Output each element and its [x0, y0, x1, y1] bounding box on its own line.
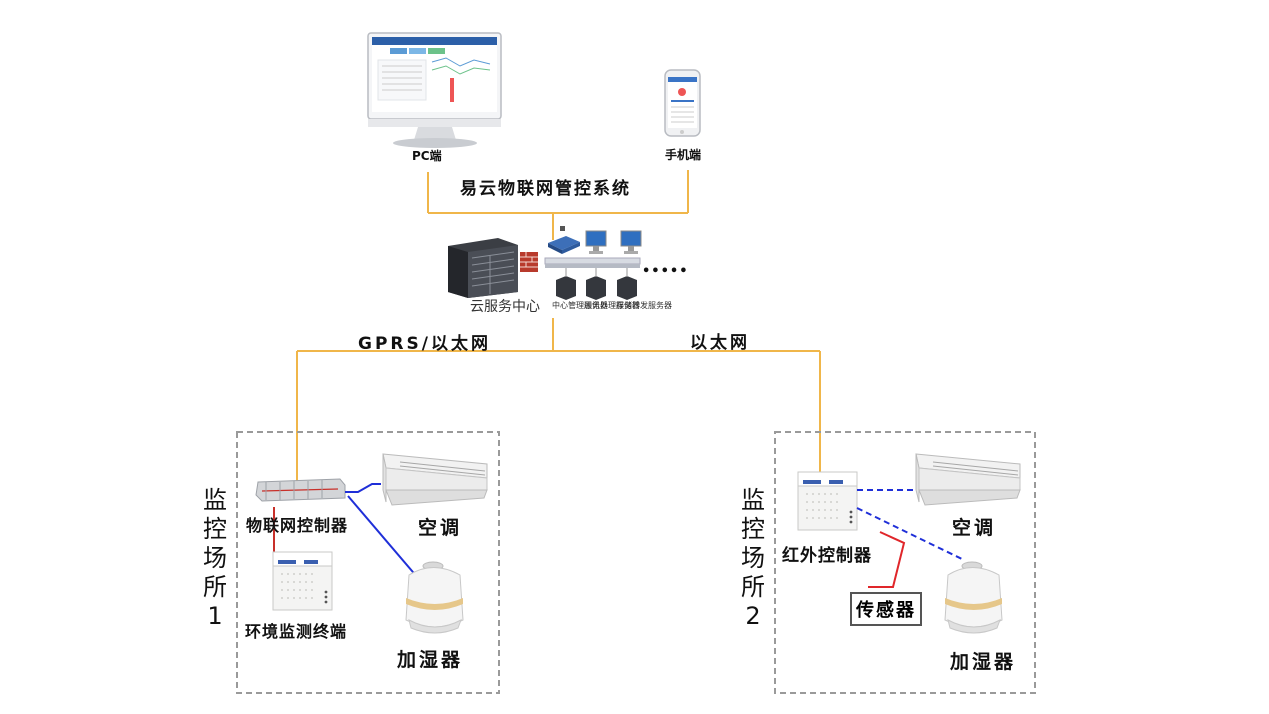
site1-controller-label: 物联网控制器: [246, 516, 349, 535]
site2-title-char: 控: [741, 515, 765, 543]
cloud-center-label: 云服务中心: [470, 299, 540, 315]
mobile-terminal-label: 手机端: [665, 148, 702, 162]
site1-title-char: 控: [203, 515, 227, 543]
network-bus-shadow: [545, 264, 640, 268]
pc-terminal-label: PC端: [412, 149, 442, 163]
cloud-server-label-2: 通讯处理服务器: [584, 301, 640, 310]
network-right-label: 以太网: [690, 333, 750, 353]
site1-humidifier-label: 加湿器: [397, 649, 464, 671]
firewall-icon: [520, 252, 538, 272]
network-switch-icon: [548, 226, 580, 254]
site2-controller-label: 红外控制器: [782, 546, 872, 566]
site2-border: [774, 431, 1036, 694]
site2-title-char: 2: [745, 602, 761, 630]
site2-title-char: 监: [741, 486, 765, 514]
cloud-center-illustration: [448, 226, 642, 300]
site1-title-char: 场: [203, 544, 227, 572]
network-bus-icon: [544, 257, 641, 265]
trunk-lines: [296, 170, 821, 482]
site1-ac-label: 空调: [418, 517, 463, 539]
controller-to-ac-link: [345, 483, 381, 493]
ir-controller-icon: [797, 471, 858, 531]
site2-title-char: 场: [741, 544, 765, 572]
cloud-ellipsis: •••••: [642, 264, 689, 279]
workstation-icon: [585, 230, 642, 254]
air-conditioner-icon: [382, 453, 488, 506]
site1-title-char: 1: [207, 602, 223, 630]
humidifier-icon: [405, 561, 464, 634]
pc-monitor-icon: [367, 32, 502, 148]
site2-ir-links: [856, 489, 965, 561]
site1-title: 监 控 场 所 1: [200, 486, 230, 631]
site2-ac-label: 空调: [952, 517, 997, 539]
site1-border: [236, 431, 500, 694]
env-monitor-terminal-icon: [272, 551, 333, 611]
site2-humidifier-label: 加湿器: [950, 651, 1017, 673]
server-rack-icon: [448, 238, 518, 298]
ir-to-sensor-link: [868, 531, 906, 588]
ir-to-humidifier-link: [856, 507, 965, 561]
site1-device-links: [345, 483, 419, 579]
controller-to-humidifier-link: [347, 495, 419, 579]
site2-title-char: 所: [741, 573, 765, 601]
system-title: 易云物联网管控系统: [460, 179, 631, 199]
site1-title-char: 所: [203, 573, 227, 601]
site2-sensor-label: 传感器: [850, 592, 922, 626]
cloud-server-icons: [556, 268, 637, 300]
network-left-label: GPRS/以太网: [358, 334, 491, 354]
cloud-server-label-3: 存储转发服务器: [616, 301, 672, 310]
humidifier-icon: [944, 561, 1003, 634]
site1-env-terminal-label: 环境监测终端: [245, 622, 348, 641]
site2-title: 监 控 场 所 2: [738, 486, 768, 631]
site1-title-char: 监: [203, 486, 227, 514]
mobile-phone-icon: [664, 69, 701, 137]
air-conditioner-icon: [915, 453, 1021, 506]
iot-controller-icon: [255, 478, 346, 502]
cloud-server-label-1: 中心管理服务器: [552, 301, 608, 310]
